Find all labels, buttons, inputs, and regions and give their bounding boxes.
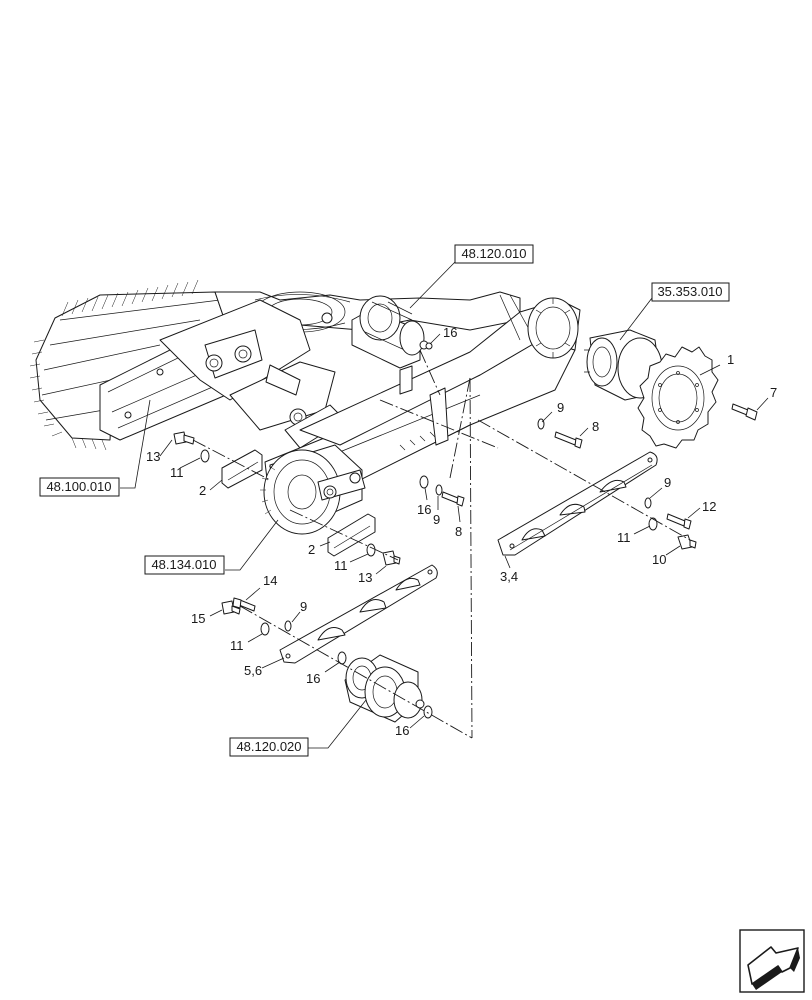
callout-7: 7 — [770, 385, 777, 400]
ref-48-120-010[interactable]: 48.120.010 — [454, 244, 534, 264]
ref-48-120-020[interactable]: 48.120.020 — [229, 737, 309, 757]
track-roller-bottom — [344, 654, 425, 723]
callout-12: 12 — [702, 499, 716, 514]
carrier-roller-top — [351, 295, 429, 369]
callout-16: 16 — [417, 502, 431, 517]
callout-3-4: 3,4 — [500, 569, 518, 584]
ref-label: 35.353.010 — [657, 284, 722, 299]
track-guard-plate-3-4 — [497, 451, 658, 556]
callout-8: 8 — [455, 524, 462, 539]
callout-15: 15 — [191, 611, 205, 626]
callout-1: 1 — [727, 352, 734, 367]
ref-label: 48.120.010 — [461, 246, 526, 261]
callout-14: 14 — [263, 573, 277, 588]
ref-label: 48.120.020 — [236, 739, 301, 754]
navigation-arrow-icon[interactable] — [739, 929, 805, 993]
callout-11: 11 — [170, 465, 184, 480]
callout-2: 2 — [308, 542, 315, 557]
callout-5-6: 5,6 — [244, 663, 262, 678]
callout-10: 10 — [652, 552, 666, 567]
callout-16: 16 — [395, 723, 409, 738]
callout-16: 16 — [306, 671, 320, 686]
callout-9: 9 — [433, 512, 440, 527]
sprocket-bolt — [731, 403, 758, 421]
ref-48-100-010[interactable]: 48.100.010 — [39, 477, 120, 497]
ref-label: 48.134.010 — [151, 557, 216, 572]
callout-numbers: 1 7 16 13 11 2 9 8 16 9 8 2 11 13 9 12 1… — [146, 325, 777, 738]
callout-2: 2 — [199, 483, 206, 498]
ref-48-134-010[interactable]: 48.134.010 — [144, 555, 225, 575]
frame-crossmembers — [159, 299, 346, 449]
ref-35-353-010[interactable]: 35.353.010 — [651, 282, 730, 302]
track-guard-plate-5-6 — [279, 564, 438, 664]
assembly-centerlines — [192, 349, 691, 739]
callout-11: 11 — [334, 558, 348, 573]
fasteners — [173, 342, 697, 719]
callout-16: 16 — [443, 325, 457, 340]
front-idler — [260, 444, 366, 535]
bracket-lower — [327, 513, 376, 557]
ref-label: 48.100.010 — [46, 479, 111, 494]
callout-9: 9 — [664, 475, 671, 490]
callout-13: 13 — [358, 570, 372, 585]
callout-9: 9 — [300, 599, 307, 614]
leader-lines — [120, 261, 769, 749]
bracket-upper — [221, 449, 263, 489]
callout-8: 8 — [592, 419, 599, 434]
callout-13: 13 — [146, 449, 160, 464]
sprocket-hub-ring — [527, 297, 579, 359]
callout-9: 9 — [557, 400, 564, 415]
callout-11: 11 — [617, 530, 631, 545]
callout-11: 11 — [230, 638, 244, 653]
drive-sprocket — [637, 346, 719, 449]
